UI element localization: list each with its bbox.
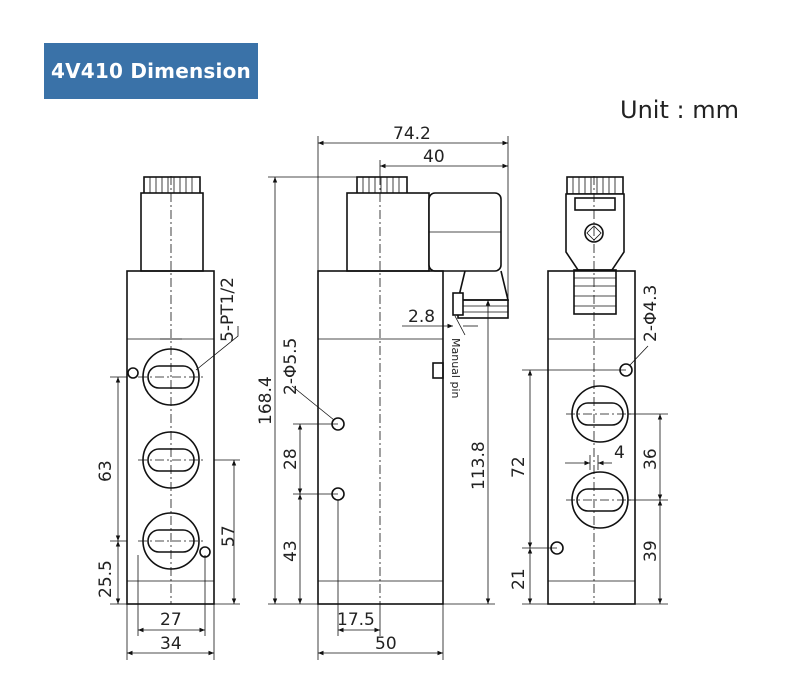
dim-4: 4	[614, 443, 625, 463]
port-label: 5-PT1/2	[218, 277, 238, 342]
dim-74-2: 74.2	[393, 124, 431, 144]
right-view	[522, 176, 668, 605]
right-gland	[573, 269, 617, 315]
dim-25-5: 25.5	[96, 560, 116, 598]
front-body	[317, 270, 444, 605]
left-port-2	[138, 431, 204, 489]
dim-36: 36	[641, 448, 661, 470]
front-coil	[346, 192, 430, 272]
dim-43: 43	[281, 540, 301, 562]
left-view	[110, 176, 240, 660]
dim-2-8: 2.8	[408, 307, 435, 327]
dim-50: 50	[375, 634, 397, 654]
left-coil	[140, 192, 204, 272]
right-hole-label: 2-Φ4.3	[641, 285, 661, 342]
right-body	[547, 270, 636, 605]
page-title: 4V410 Dimension	[44, 43, 258, 99]
dim-63: 63	[96, 460, 116, 482]
dim-168-4: 168.4	[256, 376, 276, 425]
manual-pin-label: Manual pin	[449, 338, 462, 399]
unit-label: Unit : mm	[620, 96, 739, 124]
dim-17-5: 17.5	[337, 610, 375, 630]
front-coil-cap	[356, 176, 408, 195]
left-body	[126, 270, 215, 605]
left-port-1	[138, 348, 204, 406]
left-port-3	[138, 512, 204, 570]
dim-72: 72	[509, 456, 529, 478]
dim-28: 28	[281, 448, 301, 470]
dim-34: 34	[160, 634, 182, 654]
dim-40: 40	[423, 147, 445, 167]
right-port-2	[566, 471, 634, 529]
front-view	[268, 136, 510, 660]
manual-pin	[432, 362, 444, 379]
dim-27: 27	[160, 610, 182, 630]
left-small-hole-top	[127, 367, 139, 379]
dim-21: 21	[509, 568, 529, 590]
front-hole-label: 2-Φ5.5	[281, 338, 301, 395]
dim-57: 57	[219, 525, 239, 547]
dim-39: 39	[641, 540, 661, 562]
connector-gland	[456, 270, 510, 301]
dim-113-8: 113.8	[469, 441, 489, 490]
right-port-1	[566, 385, 634, 443]
